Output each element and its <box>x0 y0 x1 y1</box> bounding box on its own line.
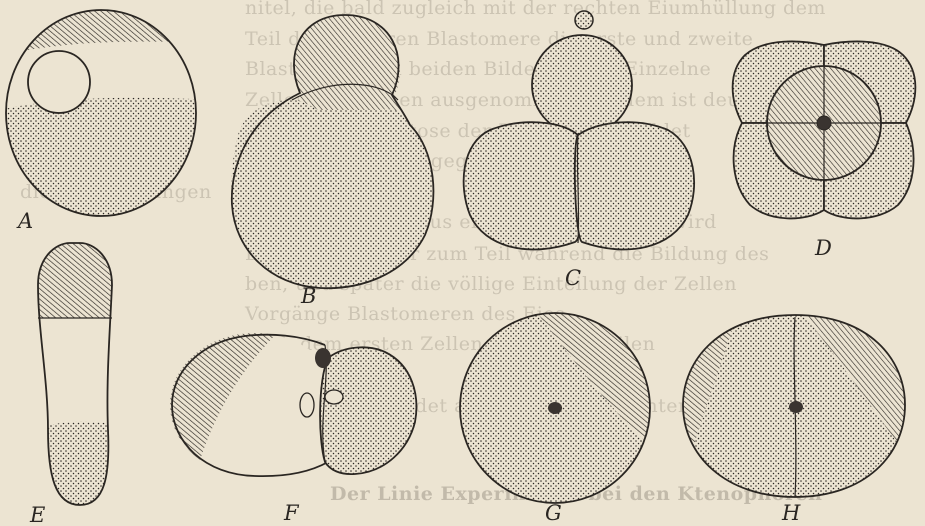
nucleus-circle <box>28 51 90 113</box>
figure-label-a: A <box>16 209 33 233</box>
figure-label-b: B <box>300 284 316 308</box>
figure-label-g: G <box>545 501 562 525</box>
figure-label-d: D <box>814 236 832 260</box>
figure-d-four-cell: D <box>733 41 916 260</box>
figure-label-h: H <box>781 501 801 525</box>
figure-e-elongated: E <box>29 240 120 526</box>
figure-label-f: F <box>283 501 300 525</box>
figure-label-c: C <box>565 266 581 290</box>
figure-label-e: E <box>29 503 45 526</box>
